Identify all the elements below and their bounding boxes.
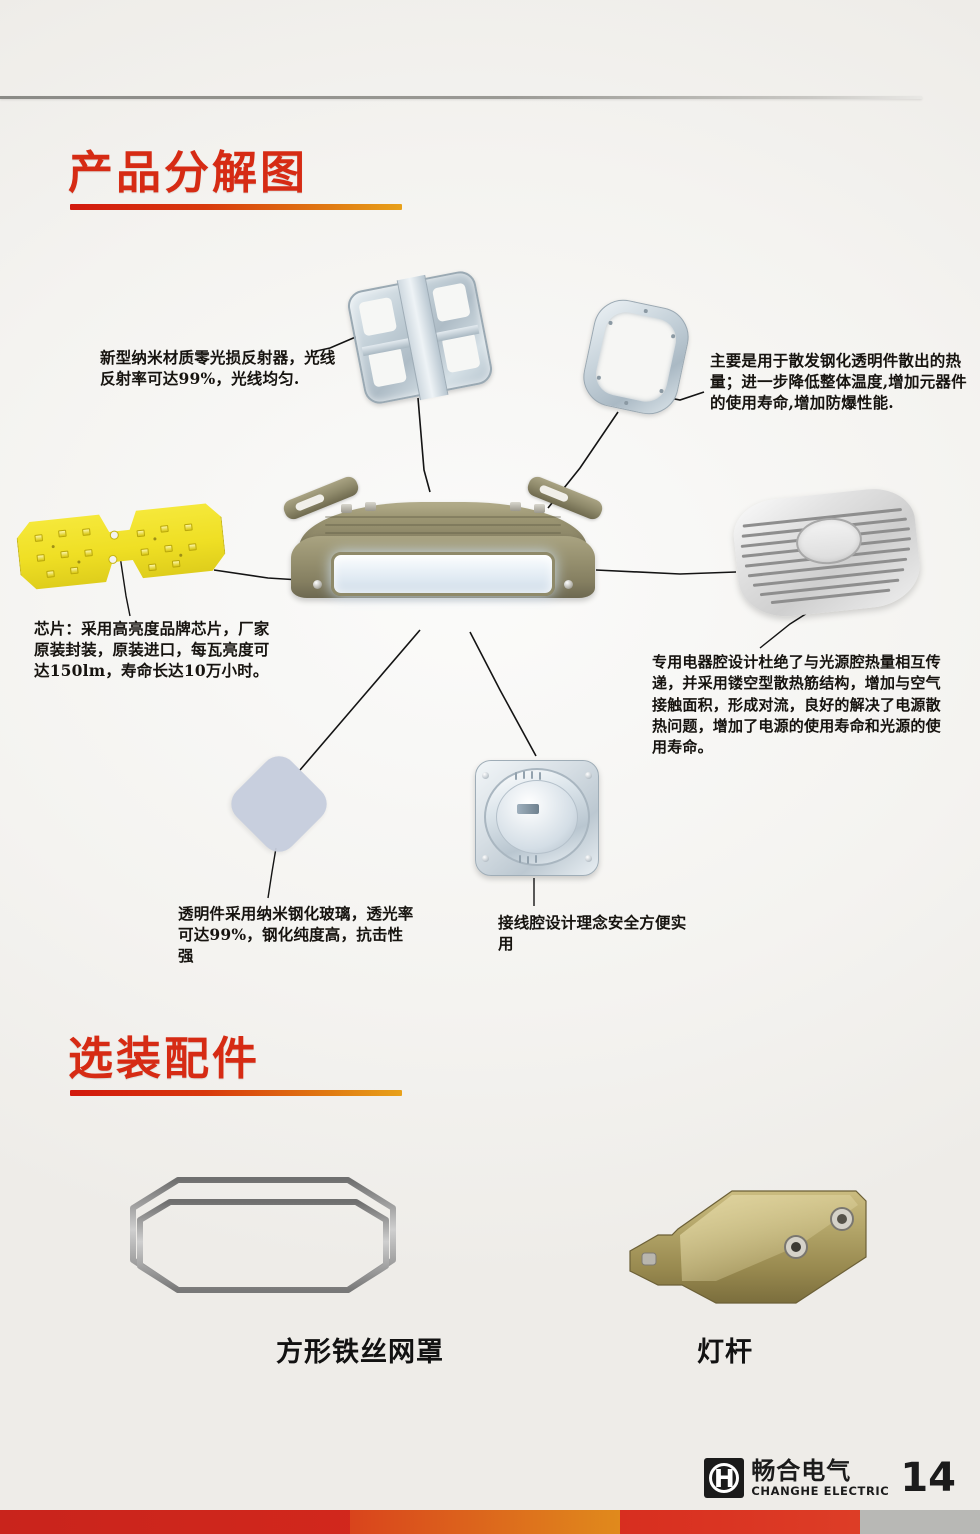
callout-junction-box: 接线腔设计理念安全方便实用 xyxy=(498,913,687,954)
section-title-accessories: 选装配件 xyxy=(68,1032,261,1085)
part-heatsink-housing xyxy=(730,484,924,622)
section-heading-accessories: 选装配件 xyxy=(68,1036,402,1096)
wire-mesh-guard-icon xyxy=(130,1177,396,1293)
callout-reflector: 新型纳米材质零光损反射器，光线反射率可达99%，光线均匀. xyxy=(100,348,336,389)
section-underline-accessories xyxy=(70,1090,402,1096)
accessory-label-pole: 灯杆 xyxy=(697,1337,753,1368)
section-title-products: 产品分解图 xyxy=(68,146,309,199)
callout-tempered-glass: 透明件采用纳米钢化玻璃，透光率可达99%，钢化纯度高，抗击性强 xyxy=(178,904,414,966)
lamp-pole-icon xyxy=(629,1190,867,1304)
accessory-wire-mesh-guard: 方形铁丝网罩 xyxy=(98,1140,443,1368)
section-underline-products xyxy=(70,204,402,210)
part-bezel-frame xyxy=(577,294,695,420)
part-main-lamp-housing xyxy=(281,474,605,620)
part-tempered-glass xyxy=(223,748,335,860)
callout-heat-frame: 主要是用于散发钢化透明件散出的热量；进一步降低整体温度,增加元器件的使用寿命,增… xyxy=(710,351,967,413)
accessory-label-mesh: 方形铁丝网罩 xyxy=(276,1337,444,1368)
changhe-logo-icon: H xyxy=(704,1458,745,1498)
logo-letter: H xyxy=(713,1463,735,1493)
part-junction-box-cover xyxy=(475,760,599,876)
header-divider xyxy=(0,96,922,99)
callout-electrical-cavity: 专用电器腔设计杜绝了与光源腔热量相互传递，并采用镂空型散热筋结构，增加与空气接触… xyxy=(652,653,941,757)
accessory-lamp-pole: 灯杆 xyxy=(620,1185,900,1368)
part-nano-reflector xyxy=(345,268,495,407)
footer-brand: H 畅合电气 CHANGHE ELECTRIC 14 xyxy=(704,1458,956,1498)
page-number: 14 xyxy=(900,1455,956,1501)
part-led-pcb-module xyxy=(15,497,228,594)
brand-name-en: CHANGHE ELECTRIC xyxy=(751,1483,890,1498)
footer-color-bar xyxy=(0,1510,980,1534)
callout-chip: 芯片：采用高亮度品牌芯片，厂家原装封装，原装进口，每瓦亮度可达150lm，寿命长… xyxy=(34,619,270,681)
brand-name-cn: 畅合电气 xyxy=(751,1456,852,1485)
lamp-lens xyxy=(331,552,555,596)
section-heading-products: 产品分解图 xyxy=(68,150,402,210)
